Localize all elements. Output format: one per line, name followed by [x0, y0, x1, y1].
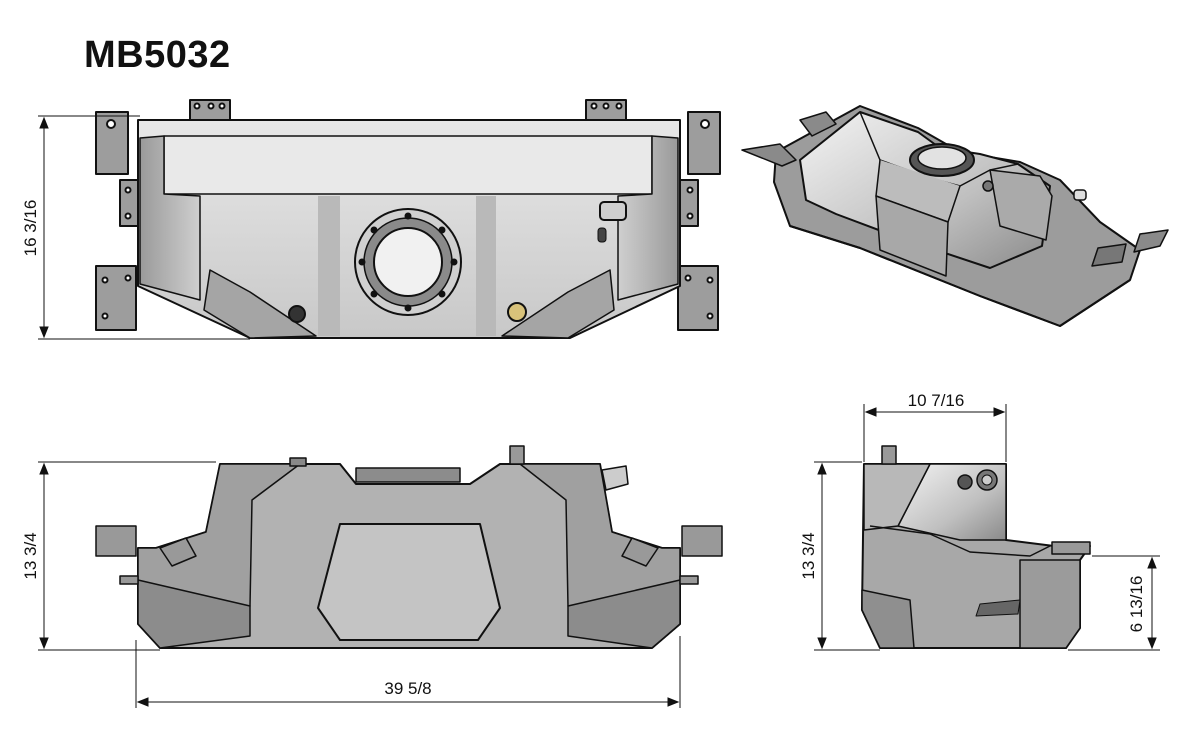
dimension-front-view-height — [38, 461, 216, 651]
vent-fitting — [507, 302, 527, 322]
side-view-height-label: 13 3/4 — [799, 532, 818, 579]
front-vent-fitting — [509, 445, 525, 465]
side-vent-fitting — [881, 445, 897, 465]
sending-unit-flange — [354, 208, 462, 316]
filler-neck — [599, 201, 627, 221]
dimension-side-view-depth — [863, 404, 1007, 462]
side-view — [861, 445, 1091, 649]
dimension-side-view-step-height — [1068, 555, 1160, 651]
front-view — [95, 445, 723, 649]
dimension-top-view-height — [38, 115, 250, 340]
overall-width-label: 39 5/8 — [384, 679, 431, 698]
mount-bracket-low-right — [677, 265, 719, 331]
part-number-title: MB5032 — [84, 34, 231, 76]
front-bracket-left — [95, 525, 139, 585]
isometric-view — [741, 105, 1169, 327]
mount-bracket-low-left — [95, 265, 137, 331]
top-view — [95, 99, 721, 339]
front-bracket-right — [679, 525, 723, 585]
side-view-step-height-label: 6 13/16 — [1127, 576, 1146, 633]
dimension-side-view-height — [814, 461, 880, 651]
side-view-depth-label: 10 7/16 — [908, 391, 965, 410]
top-view-height-label: 16 3/16 — [21, 200, 40, 257]
dimension-overall-width — [135, 636, 681, 708]
front-view-height-label: 13 3/4 — [21, 532, 40, 579]
side-logo-emblem — [975, 599, 1021, 617]
front-sender-cap — [355, 467, 461, 483]
drain-plug — [288, 305, 306, 323]
